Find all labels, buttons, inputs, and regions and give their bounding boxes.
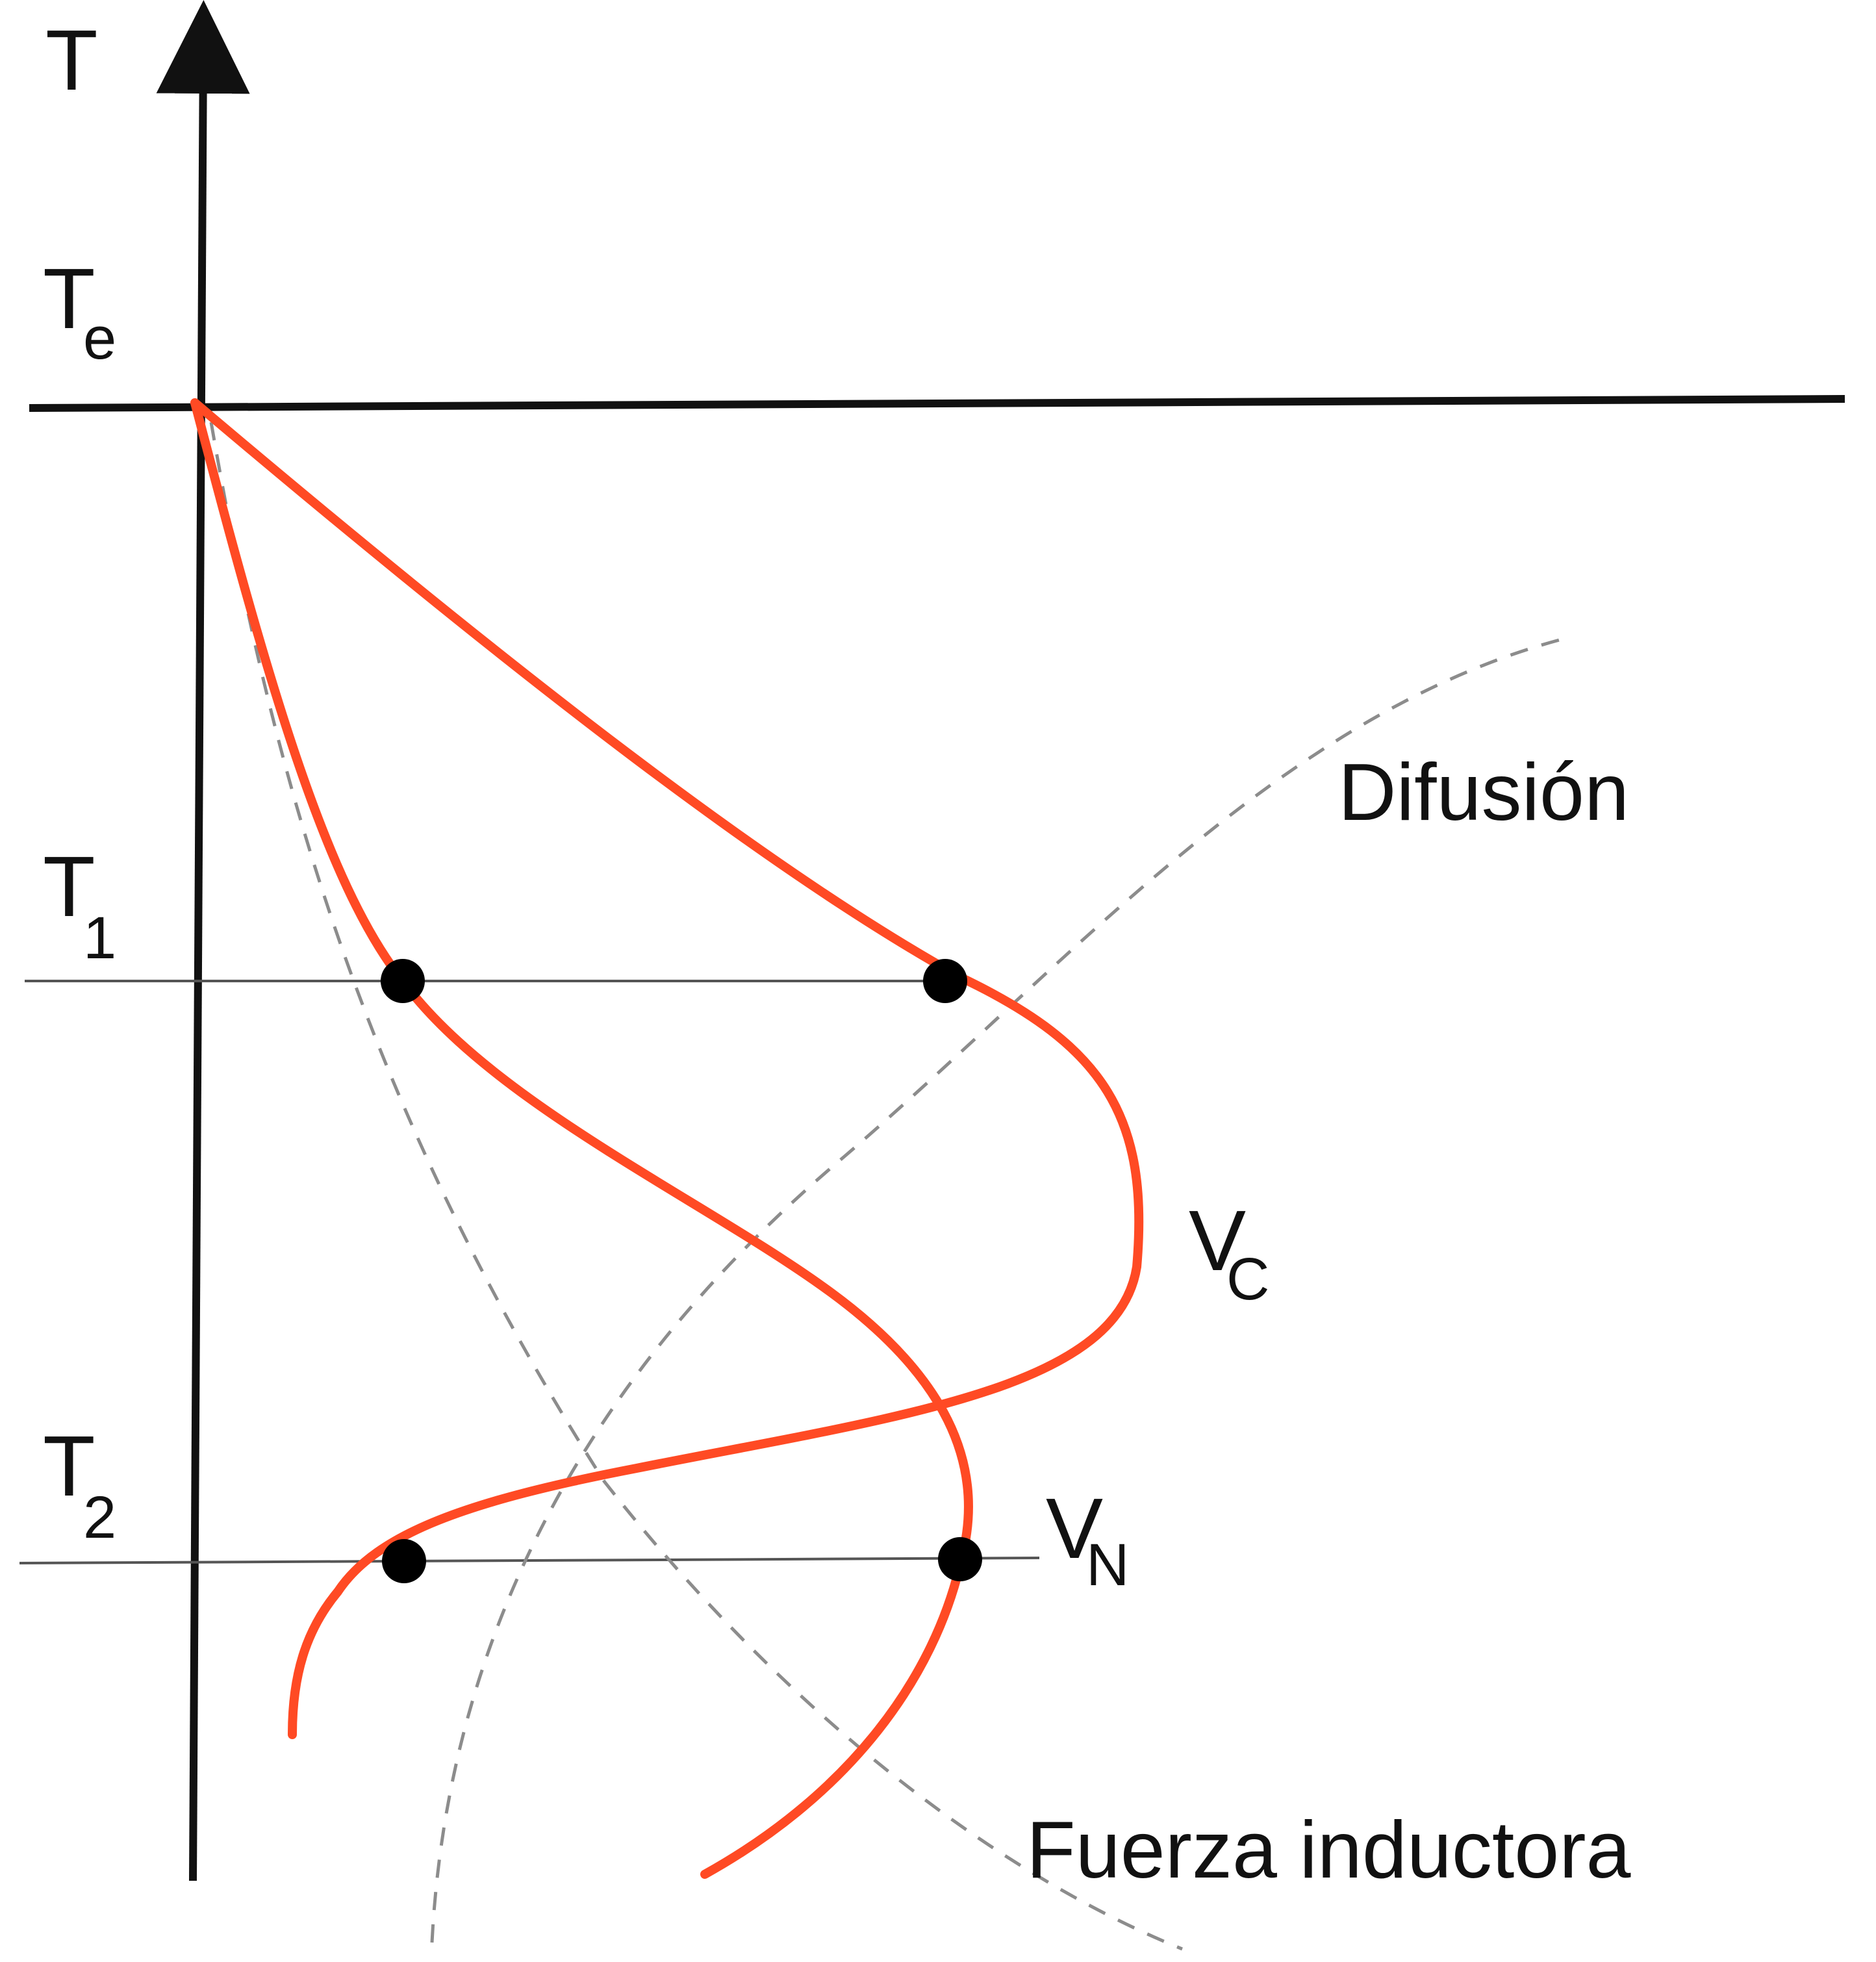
vc-label-main: V [1189,1193,1246,1288]
t1-vn-point [381,959,425,1003]
t1-label-main: T [43,839,95,934]
t2-vn-point [938,1537,982,1581]
t1-label-sub: 1 [83,905,116,971]
te-label-main: T [43,251,95,346]
vc-curve [190,398,1144,1739]
difusion-label: Difusión [1338,748,1629,837]
te-level-line [29,395,1845,412]
t2-vc-point [382,1539,426,1583]
t2-label-sub: 2 [83,1484,116,1551]
vc-label-sub: C [1226,1246,1269,1312]
t1-vc-point [923,959,967,1003]
te-label-sub: e [83,305,116,372]
vn-label-main: V [1046,1481,1103,1576]
t2-label-main: T [43,1418,95,1514]
y-axis-line [156,0,250,1881]
vn-curve [190,398,973,1879]
difusion-dashed-curve [430,635,1573,1943]
t2-level-line [19,1557,1040,1564]
y-axis-label: T [45,12,98,108]
vn-label-sub: N [1086,1532,1129,1598]
fuerza-inductora-dashed-curve [209,422,1183,1951]
fuerza-inductora-label: Fuerza inductora [1026,1805,1631,1895]
